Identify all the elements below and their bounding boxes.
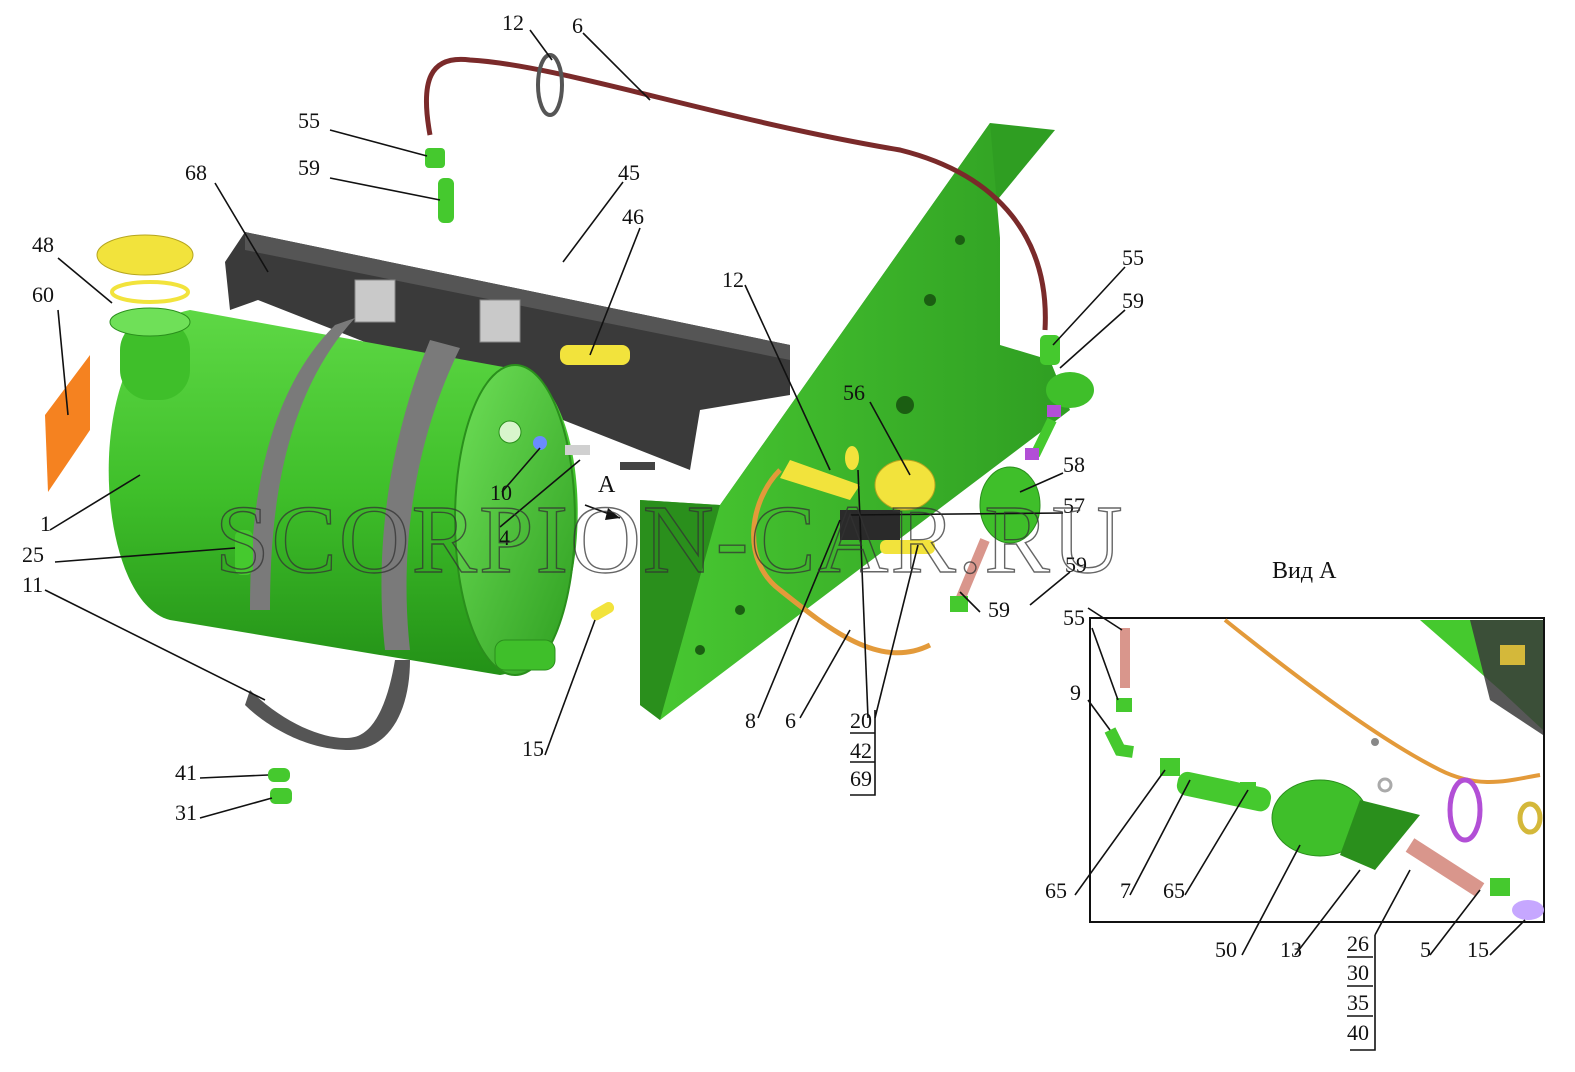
label-31: 31 bbox=[175, 800, 197, 825]
label-60: 60 bbox=[32, 282, 54, 307]
label-11: 11 bbox=[22, 572, 43, 597]
filter-58 bbox=[979, 466, 1041, 544]
label-55-view: 55 bbox=[1063, 605, 1085, 630]
label-65-right: 65 bbox=[1163, 878, 1185, 903]
label-7: 7 bbox=[1120, 878, 1131, 903]
fitting-55-top bbox=[425, 148, 445, 168]
fitting-15 bbox=[590, 602, 615, 621]
label-42: 42 bbox=[850, 738, 872, 763]
label-56: 56 bbox=[843, 380, 865, 405]
label-4: 4 bbox=[499, 525, 510, 550]
part-labels: 12 6 55 59 68 45 46 48 60 12 55 59 56 58… bbox=[22, 10, 1489, 1045]
label-59-filter: 59 bbox=[1065, 552, 1087, 577]
strap-11 bbox=[245, 660, 410, 750]
label-1: 1 bbox=[40, 511, 51, 536]
pipe-6-lower bbox=[751, 468, 932, 656]
filler-neck bbox=[120, 320, 190, 400]
label-15: 15 bbox=[522, 736, 544, 761]
label-plate-60 bbox=[45, 355, 90, 492]
label-59: 59 bbox=[298, 155, 320, 180]
fuel-tank-1 bbox=[96, 234, 578, 676]
label-10: 10 bbox=[490, 480, 512, 505]
bolt-25 bbox=[235, 530, 253, 575]
label-46: 46 bbox=[622, 204, 644, 229]
bolt-46 bbox=[560, 345, 630, 365]
label-8: 8 bbox=[745, 708, 756, 733]
label-55-right: 55 bbox=[1122, 245, 1144, 270]
label-41: 41 bbox=[175, 760, 197, 785]
nut-31 bbox=[270, 788, 292, 804]
clamp-12-lower bbox=[780, 460, 860, 500]
label-6-lower: 6 bbox=[785, 708, 796, 733]
view-a-inset bbox=[1089, 617, 1545, 923]
filler-cap bbox=[96, 234, 194, 276]
label-35: 35 bbox=[1347, 990, 1369, 1015]
label-57: 57 bbox=[1063, 493, 1085, 518]
watermark: SCORPION-CAR.RU bbox=[215, 486, 1124, 594]
label-59-right: 59 bbox=[1122, 288, 1144, 313]
pipe-6-upper bbox=[423, 56, 1048, 331]
label-9: 9 bbox=[1070, 680, 1081, 705]
label-65-left: 65 bbox=[1045, 878, 1067, 903]
bolt-20 bbox=[880, 540, 935, 554]
label-30: 30 bbox=[1347, 960, 1369, 985]
label-6: 6 bbox=[572, 13, 583, 38]
filter-assembly bbox=[950, 335, 1094, 612]
label-26: 26 bbox=[1347, 931, 1369, 956]
label-69: 69 bbox=[850, 766, 872, 791]
bolt-4 bbox=[565, 445, 590, 455]
clamp-12-upper bbox=[536, 53, 564, 117]
label-20: 20 bbox=[850, 708, 872, 733]
frame-beam bbox=[640, 123, 1070, 720]
tank-straps bbox=[245, 318, 460, 750]
label-12: 12 bbox=[502, 10, 524, 35]
label-45: 45 bbox=[618, 160, 640, 185]
bracket-clamp-left bbox=[354, 279, 396, 323]
washer-41 bbox=[268, 768, 290, 782]
grommet-56 bbox=[874, 459, 936, 511]
label-15-view: 15 bbox=[1467, 937, 1489, 962]
stack-underlines bbox=[850, 732, 1373, 1017]
fitting-10 bbox=[533, 436, 547, 450]
label-13: 13 bbox=[1280, 937, 1302, 962]
view-title: Вид А bbox=[1272, 558, 1337, 584]
label-59-hose: 59 bbox=[988, 597, 1010, 622]
label-68: 68 bbox=[185, 160, 207, 185]
leader-lines bbox=[44, 29, 1526, 1051]
bracket-clamp-right bbox=[479, 299, 521, 343]
label-40: 40 bbox=[1347, 1020, 1369, 1045]
fitting-59-top bbox=[438, 178, 454, 223]
bracket-68 bbox=[225, 232, 790, 470]
hose-59 bbox=[955, 538, 990, 602]
label-58: 58 bbox=[1063, 452, 1085, 477]
label-55: 55 bbox=[298, 108, 320, 133]
seal-ring-48 bbox=[110, 280, 190, 304]
label-25: 25 bbox=[22, 542, 44, 567]
view-marker: А bbox=[598, 472, 616, 498]
label-50: 50 bbox=[1215, 937, 1237, 962]
label-5: 5 bbox=[1420, 937, 1431, 962]
label-12-lower: 12 bbox=[722, 267, 744, 292]
label-48: 48 bbox=[32, 232, 54, 257]
